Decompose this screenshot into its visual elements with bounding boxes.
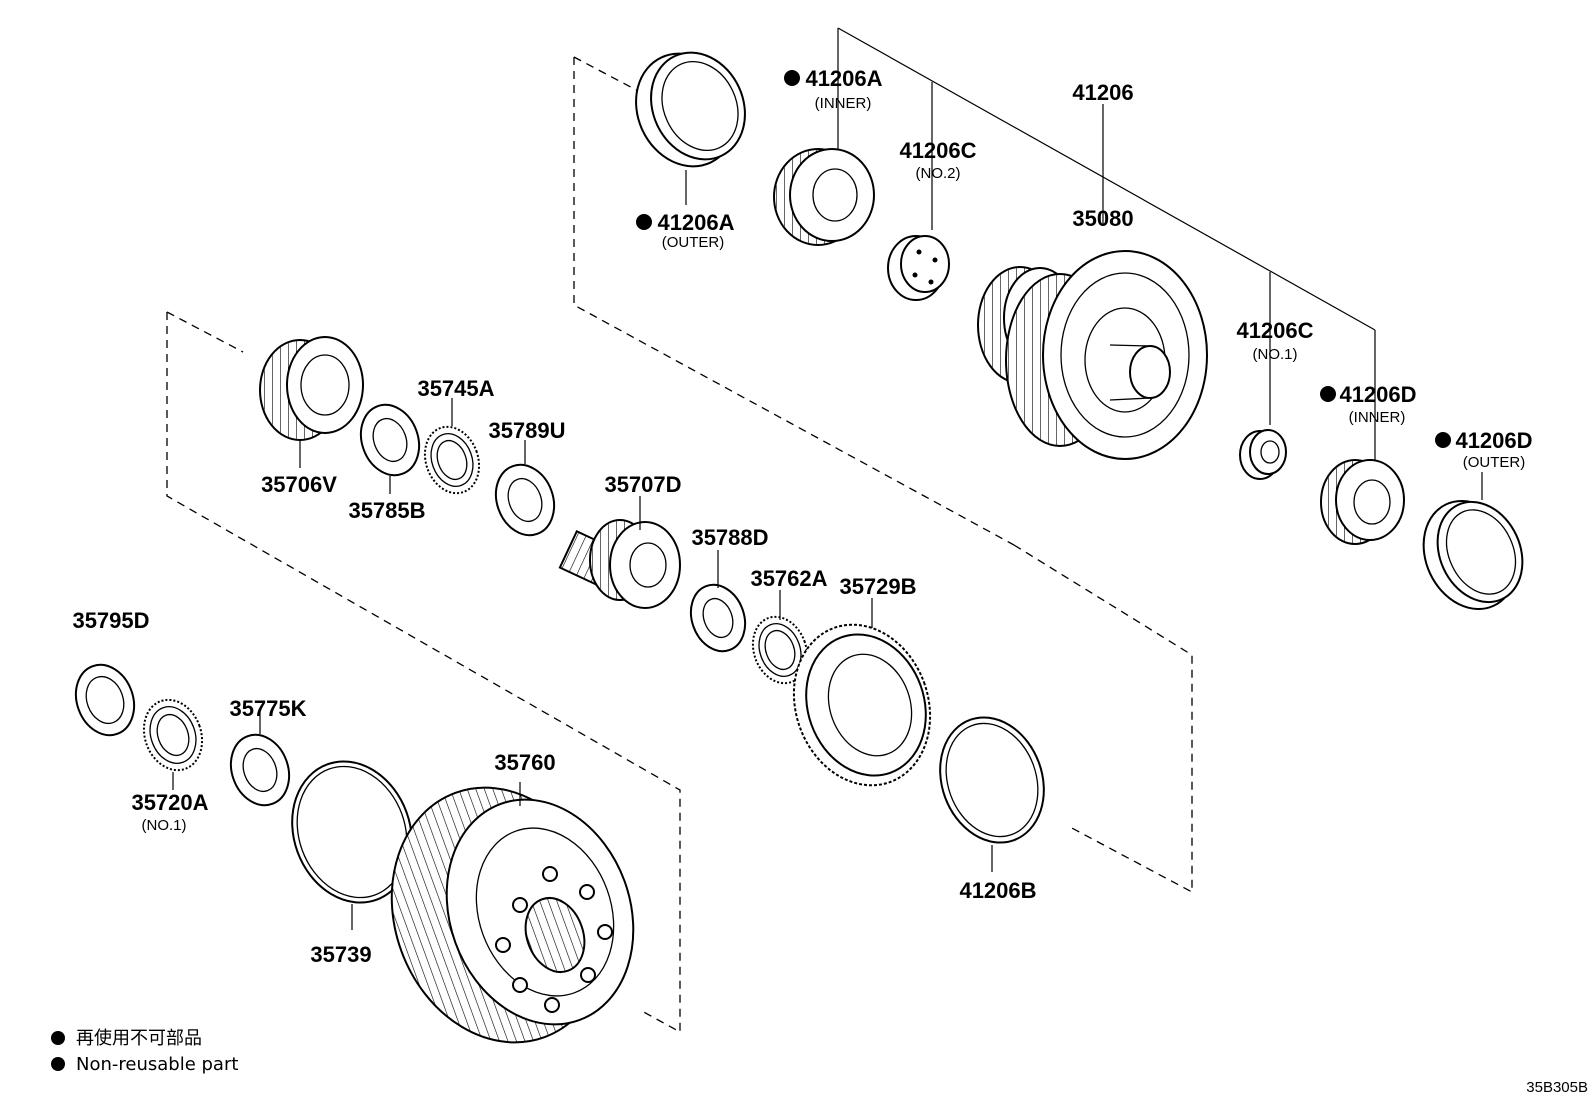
diagram-code: 35B305B bbox=[1526, 1079, 1588, 1096]
gear-35706V[interactable] bbox=[259, 336, 364, 441]
non-reusable-marker bbox=[1435, 432, 1451, 448]
label-35720A: 35720A bbox=[131, 790, 208, 815]
bearing-41206C-no1[interactable] bbox=[1239, 429, 1287, 480]
label-41206B: 41206B bbox=[959, 878, 1036, 903]
label-41206A-inner: 41206A bbox=[805, 66, 882, 91]
carrier-35760[interactable] bbox=[357, 757, 664, 1073]
outer-race-41206A[interactable] bbox=[618, 37, 762, 183]
label-35739: 35739 bbox=[310, 942, 371, 967]
legend: 再使用不可部品 Non-reusable part bbox=[51, 1028, 238, 1075]
non-reusable-marker bbox=[636, 214, 652, 230]
label-41206D-inner-sub: (INNER) bbox=[1349, 409, 1406, 426]
label-35760: 35760 bbox=[494, 750, 555, 775]
rotor-ring-35729B[interactable] bbox=[772, 605, 952, 804]
label-35729B: 35729B bbox=[839, 574, 916, 599]
part-labels: 41206 41206A (OUTER) 41206A (INNER) 4120… bbox=[72, 66, 1532, 967]
label-35795D: 35795D bbox=[72, 608, 149, 633]
washer-35789U[interactable] bbox=[486, 457, 563, 544]
non-reusable-marker bbox=[1320, 386, 1336, 402]
label-41206D-outer: 41206D bbox=[1455, 428, 1532, 453]
legend-marker bbox=[51, 1031, 65, 1045]
label-41206C-no1: 41206C bbox=[1236, 318, 1313, 343]
label-35789U: 35789U bbox=[488, 418, 565, 443]
label-41206D-inner: 41206D bbox=[1339, 382, 1416, 407]
label-35707D: 35707D bbox=[604, 472, 681, 497]
label-35785B: 35785B bbox=[348, 498, 425, 523]
label-41206C-no2-sub: (NO.2) bbox=[916, 165, 961, 182]
needle-bearing-35745A[interactable] bbox=[416, 419, 488, 501]
label-41206A-inner-sub: (INNER) bbox=[815, 95, 872, 112]
label-41206: 41206 bbox=[1072, 80, 1133, 105]
legend-marker bbox=[51, 1057, 65, 1071]
label-41206A-outer-sub: (OUTER) bbox=[662, 234, 725, 251]
non-reusable-marker bbox=[784, 70, 800, 86]
label-35788D: 35788D bbox=[691, 525, 768, 550]
label-35775K: 35775K bbox=[229, 696, 306, 721]
bearing-spacer-41206C-no2[interactable] bbox=[887, 235, 950, 301]
outer-race-41206D[interactable] bbox=[1406, 486, 1538, 625]
label-41206D-outer-sub: (OUTER) bbox=[1463, 454, 1526, 471]
washer-35795D[interactable] bbox=[66, 657, 143, 744]
label-35720A-sub: (NO.1) bbox=[142, 817, 187, 834]
inner-bearing-41206D[interactable] bbox=[1320, 459, 1405, 545]
label-41206C-no1-sub: (NO.1) bbox=[1253, 346, 1298, 363]
washer-35775K[interactable] bbox=[221, 727, 298, 814]
label-35745A: 35745A bbox=[417, 376, 494, 401]
legend-en: Non-reusable part bbox=[76, 1054, 238, 1075]
middle-group-outline bbox=[166, 311, 1193, 1034]
inner-bearing-41206A[interactable] bbox=[773, 148, 875, 246]
label-41206A-outer: 41206A bbox=[657, 210, 734, 235]
snap-ring-35739[interactable] bbox=[273, 745, 431, 920]
needle-bearing-35720A[interactable] bbox=[134, 692, 211, 779]
label-35080: 35080 bbox=[1072, 206, 1133, 231]
washer-35788D[interactable] bbox=[682, 577, 754, 659]
washer-35785B[interactable] bbox=[351, 397, 428, 484]
label-35706V: 35706V bbox=[261, 472, 337, 497]
legend-jp: 再使用不可部品 bbox=[76, 1028, 202, 1049]
assembly-bracket-41206 bbox=[837, 27, 1376, 470]
shaft-gear-35707D[interactable] bbox=[558, 519, 681, 609]
needle-bearing-35762A[interactable] bbox=[744, 609, 816, 691]
upper-group-outline bbox=[573, 56, 1015, 546]
snap-ring-41206B[interactable] bbox=[923, 703, 1061, 857]
gear-35080[interactable] bbox=[977, 250, 1208, 460]
label-41206C-no2: 41206C bbox=[899, 138, 976, 163]
label-35762A: 35762A bbox=[750, 566, 827, 591]
